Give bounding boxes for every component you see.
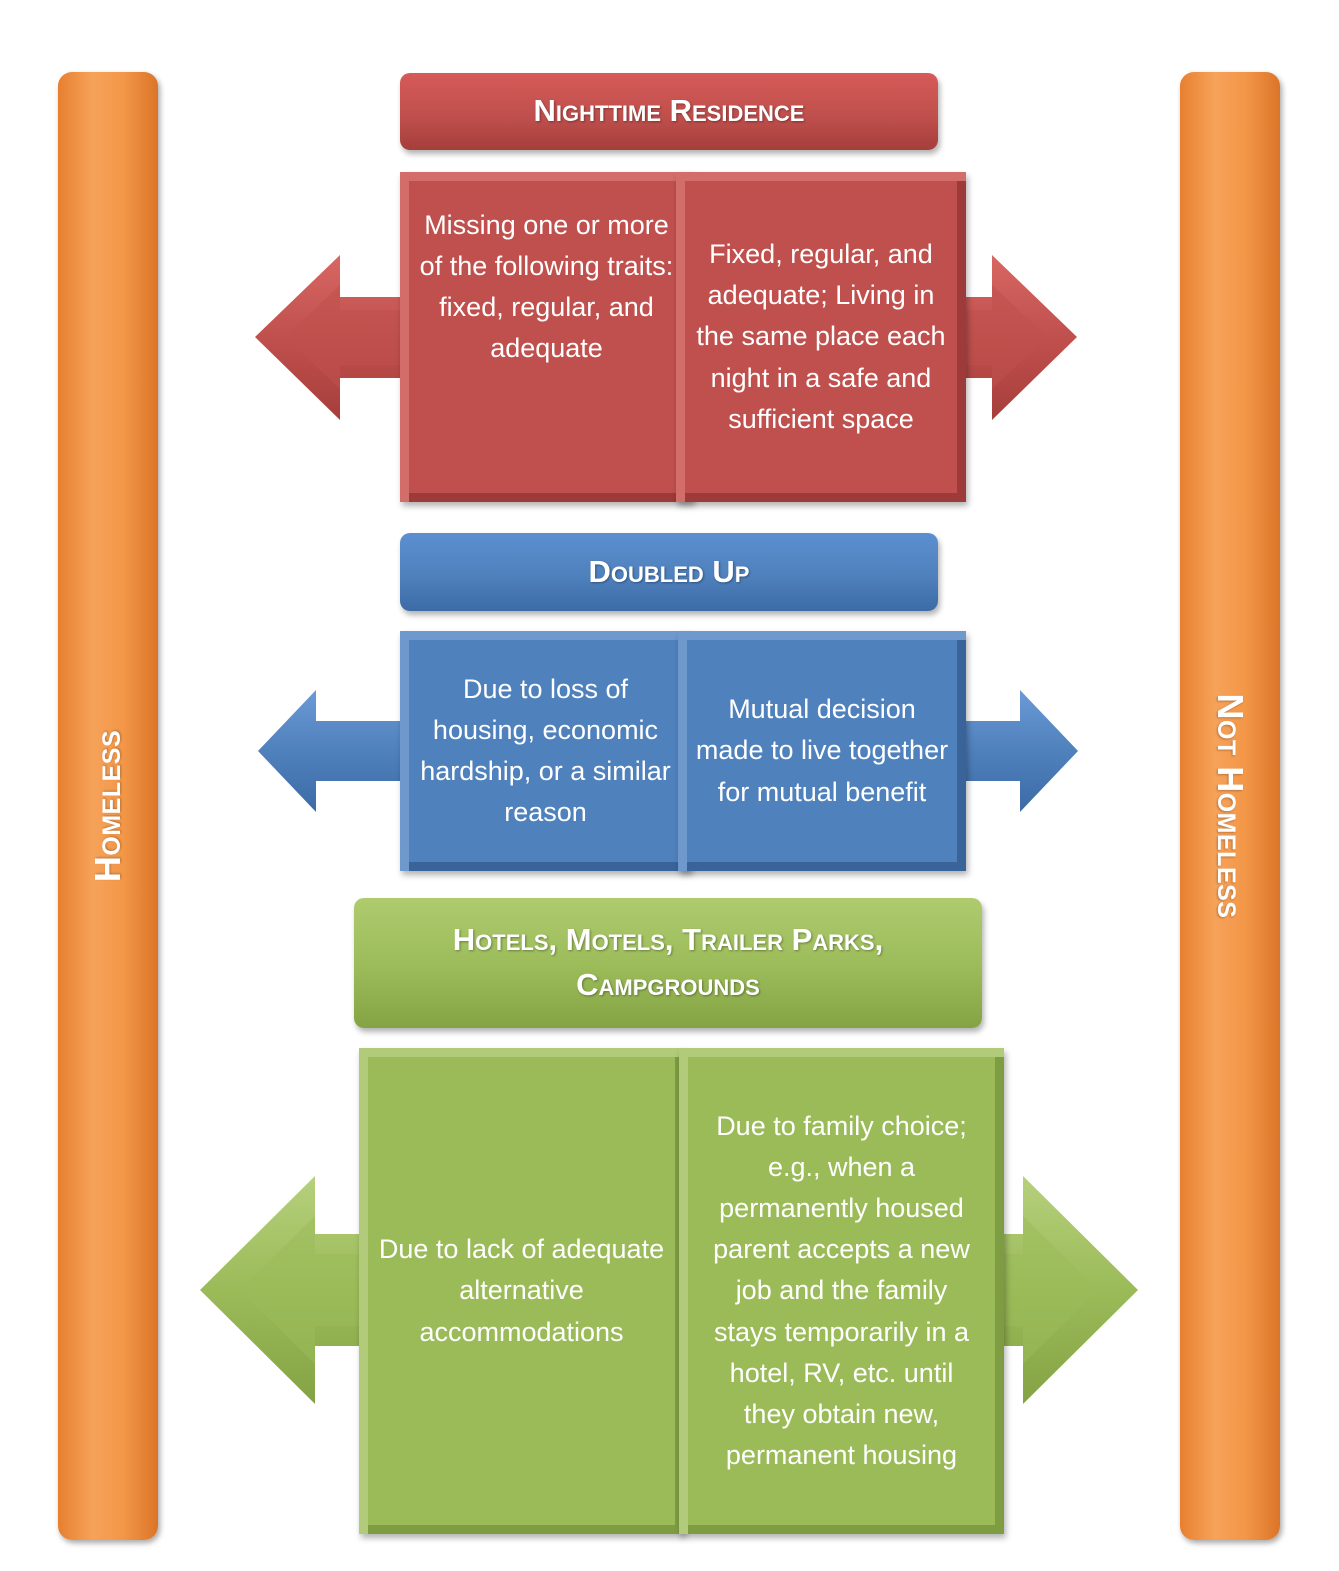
doubled-not-homeless-box: Mutual decision made to live together fo…	[678, 631, 966, 871]
doubled-not-homeless-text: Mutual decision made to live together fo…	[695, 694, 949, 807]
hotels-not-homeless-text: Due to family choice; e.g., when a perma…	[713, 1111, 970, 1470]
hotels-homeless-box: Due to lack of adequate alternative acco…	[359, 1048, 684, 1534]
not-homeless-pillar: Not Homeless	[1180, 72, 1280, 1540]
hotels-title: Hotels, Motels, Trailer Parks, Campgroun…	[452, 922, 884, 1002]
homeless-label: Homeless	[87, 729, 128, 883]
hotels-header: Hotels, Motels, Trailer Parks, Campgroun…	[354, 898, 982, 1028]
nighttime-residence-header: Nighttime Residence	[400, 73, 938, 150]
arrow-left-icon	[200, 1176, 400, 1404]
doubled-homeless-box: Due to loss of housing, economic hardshi…	[400, 631, 691, 871]
nighttime-residence-title: Nighttime Residence	[533, 93, 805, 129]
nighttime-homeless-text: Missing one or more of the following tra…	[419, 209, 674, 364]
not-homeless-label: Not Homeless	[1210, 693, 1251, 919]
arrow-right-icon	[938, 1176, 1138, 1404]
arrow-right-icon	[908, 690, 1078, 812]
arrow-left-icon	[255, 255, 425, 420]
nighttime-not-homeless-text: Fixed, regular, and adequate; Living in …	[696, 239, 946, 434]
nighttime-not-homeless-box: Fixed, regular, and adequate; Living in …	[676, 172, 966, 502]
doubled-up-title: Doubled Up	[588, 553, 750, 589]
doubled-homeless-text: Due to loss of housing, economic hardshi…	[420, 673, 671, 828]
doubled-up-header: Doubled Up	[400, 533, 938, 611]
nighttime-homeless-box: Missing one or more of the following tra…	[400, 172, 693, 502]
homeless-pillar: Homeless	[58, 72, 158, 1540]
arrow-left-icon	[258, 690, 428, 812]
hotels-not-homeless-box: Due to family choice; e.g., when a perma…	[679, 1048, 1004, 1534]
hotels-homeless-text: Due to lack of adequate alternative acco…	[378, 1234, 665, 1347]
